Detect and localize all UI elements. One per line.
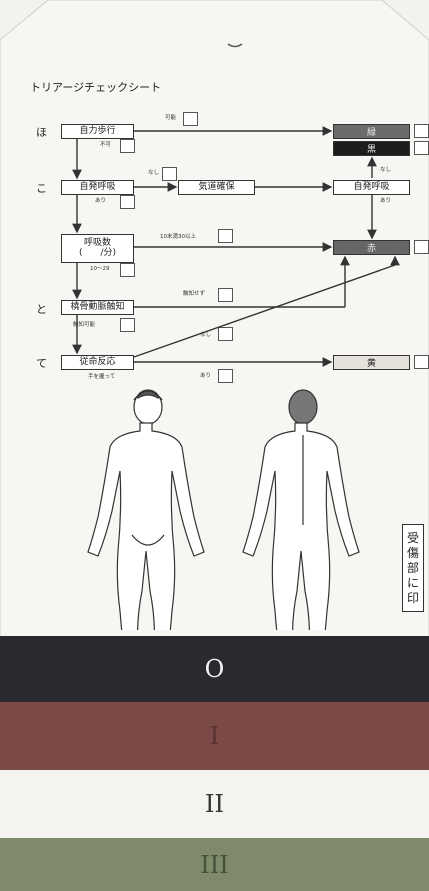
band-yellow-label: II	[205, 790, 224, 818]
resp-yes-label: なし	[380, 168, 391, 174]
breathing-no-label: あり	[95, 199, 106, 205]
red-checkbox[interactable]	[414, 240, 429, 254]
commands-hint-label: 手を握って	[88, 375, 115, 381]
row-mark-ko: こ	[36, 180, 47, 196]
result-green: 緑	[333, 124, 410, 139]
commands-yes-label: あり	[200, 374, 211, 380]
walking-no-checkbox[interactable]	[120, 139, 135, 153]
pulse-absent-checkbox[interactable]	[218, 288, 233, 302]
walking-box: 自力歩行	[61, 124, 134, 139]
injury-mark-label: 受 傷 部 に 印	[402, 524, 424, 612]
green-checkbox[interactable]	[414, 124, 429, 138]
injury-label-char: 部	[407, 561, 419, 576]
rr-normal-label: 10〜29	[90, 267, 110, 273]
pulse-present-checkbox[interactable]	[120, 318, 135, 332]
result-red: 赤	[333, 240, 410, 255]
rr-abnormal-label: 10未満30以上	[160, 235, 196, 241]
radial-pulse-box: 橈骨動脈触知	[61, 300, 134, 315]
body-diagram	[80, 385, 400, 630]
band-yellow[interactable]: II	[0, 770, 429, 838]
resp-no-label: あり	[380, 199, 391, 205]
pulse-present-label: 触知可能	[73, 323, 95, 329]
breathing-after-airway-box: 自発呼吸	[333, 180, 410, 195]
row-mark-to: と	[36, 301, 47, 317]
band-green-label: III	[200, 851, 228, 879]
band-black-label: O	[205, 655, 225, 683]
walking-no-label: 不可	[100, 143, 111, 149]
respiratory-rate-unit: ( /分)	[79, 249, 116, 259]
yellow-checkbox[interactable]	[414, 355, 429, 369]
breathing-yes-label: なし	[148, 171, 159, 177]
band-red[interactable]: I	[0, 702, 429, 770]
band-green[interactable]: III	[0, 838, 429, 891]
rr-abnormal-checkbox[interactable]	[218, 229, 233, 243]
pulse-absent-label: 触知せず	[183, 292, 205, 298]
respiratory-rate-box: 呼吸数 ( /分)	[61, 234, 134, 263]
result-yellow: 黄	[333, 355, 410, 370]
breathing-present-checkbox[interactable]	[120, 195, 135, 209]
spontaneous-breathing-box: 自発呼吸	[61, 180, 134, 195]
commands-none-checkbox[interactable]	[218, 327, 233, 341]
breathing-none-checkbox[interactable]	[162, 167, 177, 181]
row-mark-ho: ほ	[36, 124, 47, 140]
airway-box: 気道確保	[178, 180, 255, 195]
injury-label-char: 傷	[407, 546, 419, 561]
rr-normal-checkbox[interactable]	[120, 263, 135, 277]
injury-label-char: 受	[407, 531, 419, 546]
band-black[interactable]: O	[0, 636, 429, 702]
commands-ok-checkbox[interactable]	[218, 369, 233, 383]
band-red-label: I	[210, 722, 219, 750]
obey-commands-box: 従命反応	[61, 355, 134, 370]
black-checkbox[interactable]	[414, 141, 429, 155]
result-black: 黒	[333, 141, 410, 156]
body-back	[243, 390, 359, 630]
body-front	[88, 390, 204, 630]
injury-label-char: 印	[407, 591, 419, 606]
walking-yes-checkbox[interactable]	[183, 112, 198, 126]
sheet-title: トリアージチェックシート	[30, 82, 161, 93]
commands-no-label: なし	[200, 333, 211, 339]
walking-yes-label: 可能	[165, 116, 176, 122]
injury-label-char: に	[407, 576, 419, 591]
row-mark-te: て	[36, 355, 47, 371]
